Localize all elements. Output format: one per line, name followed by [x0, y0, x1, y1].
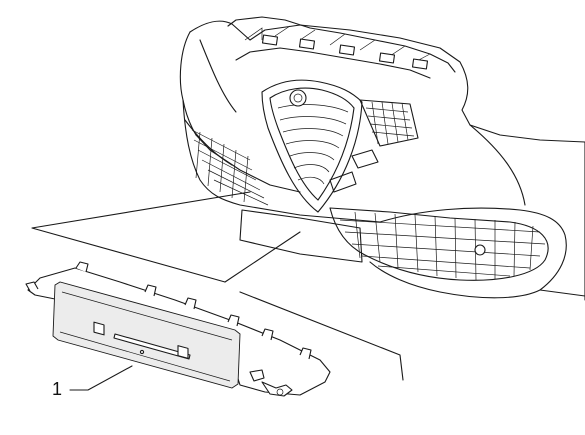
license-plate-bracket-part	[25, 261, 331, 397]
callout-1: 1	[52, 365, 133, 399]
central-shield-grille	[261, 79, 363, 213]
front-bumper-assembly	[179, 16, 585, 301]
lower-grille-main	[329, 207, 549, 281]
explosion-lines	[31, 191, 404, 381]
lower-grille-left	[191, 129, 269, 206]
callout-leader-line	[69, 365, 133, 391]
callout-number: 1	[52, 379, 62, 399]
plate-recess	[239, 209, 363, 263]
upper-mesh-right	[329, 99, 419, 193]
